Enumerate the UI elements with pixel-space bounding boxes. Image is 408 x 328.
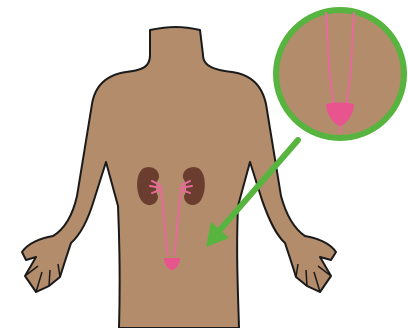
urinary-system-diagram <box>0 0 408 328</box>
diagram-canvas <box>0 0 408 328</box>
